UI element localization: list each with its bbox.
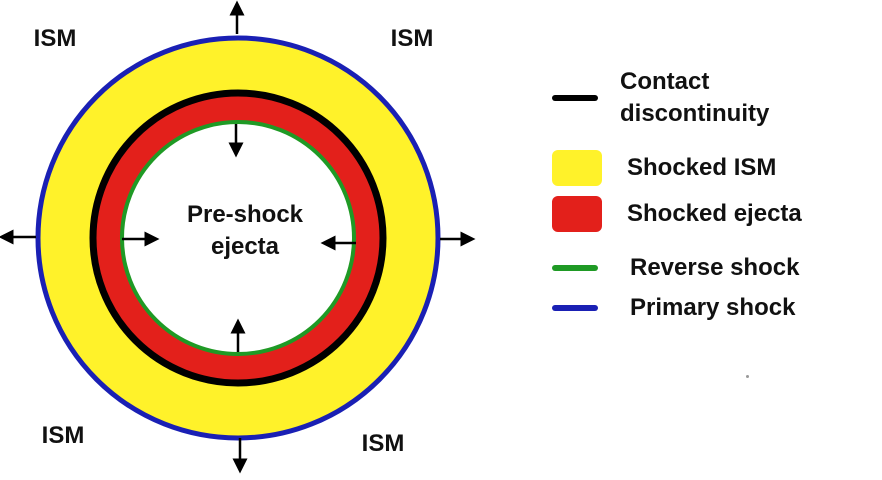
legend-shocked-ejecta: Shocked ejecta	[552, 196, 802, 232]
ism-label-bottom-right: ISM	[362, 430, 405, 457]
ism-label-top-right: ISM	[391, 25, 434, 52]
legend-swatch-shocked-ejecta	[552, 196, 602, 232]
legend-label-contact: Contact discontinuity	[620, 68, 770, 127]
ism-label-top-left: ISM	[34, 25, 77, 52]
ism-label-bottom-left: ISM	[42, 422, 85, 449]
legend-swatch-reverse-shock	[552, 265, 598, 271]
legend-swatch-shocked-ism	[552, 150, 602, 186]
legend-label-shocked-ejecta: Shocked ejecta	[627, 200, 802, 227]
legend-contact-discontinuity: Contact discontinuity	[552, 66, 769, 130]
legend-reverse-shock: Reverse shock	[552, 252, 799, 284]
legend-shocked-ism: Shocked ISM	[552, 150, 776, 186]
legend-primary-shock: Primary shock	[552, 292, 795, 324]
center-label-line2: ejecta	[211, 233, 280, 260]
legend-label-primary-shock: Primary shock	[630, 294, 796, 321]
center-label-line1: Pre-shock	[187, 201, 304, 228]
legend-swatch-primary-shock	[552, 305, 598, 311]
stray-dot	[746, 375, 749, 378]
legend-label-shocked-ism: Shocked ISM	[627, 154, 777, 181]
legend-label-reverse-shock: Reverse shock	[630, 254, 800, 281]
legend-swatch-contact	[552, 95, 598, 101]
